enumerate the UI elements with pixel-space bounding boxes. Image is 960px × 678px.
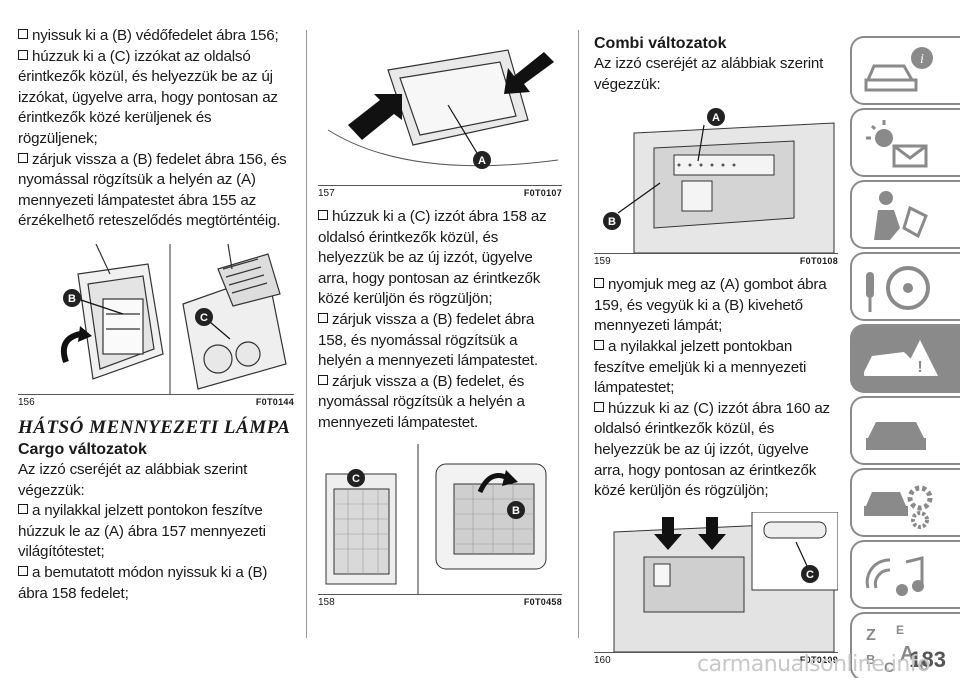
- steps: húzzuk ki a (C) izzót ábra 158 az oldals…: [318, 207, 562, 434]
- tab-emergency[interactable]: !: [850, 324, 960, 393]
- column-right: Combi változatok Az izzó cseréjét az alá…: [594, 32, 838, 674]
- lights-warning-icon: [866, 120, 928, 168]
- step-item: a nyilakkal jelzett pontokon feszítve hú…: [18, 502, 266, 561]
- tab-safety[interactable]: [850, 180, 960, 249]
- figure-160: C: [594, 511, 838, 653]
- watermark: carmanualsonline.info: [697, 652, 930, 677]
- figure-159-illustration: A B: [594, 103, 838, 254]
- label-b: B: [68, 293, 76, 305]
- figure-159: A B: [594, 103, 838, 255]
- figure-caption: 158 F0T0458: [318, 597, 562, 608]
- checkbox-icon: [318, 374, 328, 385]
- figure-number: 160: [594, 654, 611, 666]
- column-middle: A 157 F0T0107 húzzuk ki a (C) izzót ábra…: [318, 30, 562, 616]
- checkbox-icon: [18, 152, 28, 163]
- label-a: A: [712, 112, 720, 124]
- media-music-icon: [865, 556, 924, 596]
- intro-text: Az izzó cseréjét az alábbiak szerint vég…: [18, 460, 248, 499]
- checkbox-icon: [18, 504, 28, 515]
- svg-text:!: !: [917, 359, 922, 376]
- step-item: zárjuk vissza a (B) fedelet ábra 158, és…: [318, 310, 538, 370]
- svg-text:Z: Z: [866, 627, 876, 644]
- page-number: 183: [909, 647, 946, 672]
- figure-158: C B: [318, 443, 562, 595]
- label-b: B: [512, 505, 520, 517]
- figure-157: A: [318, 30, 562, 186]
- column-divider: [578, 30, 579, 638]
- step-item: nyissuk ki a (B) védőfedelet ábra 156;: [18, 26, 294, 47]
- figure-160-illustration: C: [594, 511, 838, 652]
- label-b: B: [608, 216, 616, 228]
- step-item: húzzuk ki a (C) izzót ábra 158 az oldals…: [318, 208, 547, 308]
- step-item: a bemutatott módon nyissuk ki a (B) ábra…: [18, 563, 268, 602]
- checkbox-icon: [18, 29, 28, 39]
- figure-code: F0T0109: [799, 654, 838, 665]
- column-divider: [306, 30, 307, 638]
- subsection-title: Cargo változatok: [18, 440, 147, 458]
- steering-key-icon: [866, 266, 930, 312]
- column-left: nyissuk ki a (B) védőfedelet ábra 156; h…: [18, 26, 294, 604]
- checkbox-icon: [318, 210, 328, 220]
- figure-caption: 156 F0T0144: [18, 397, 294, 408]
- figure-number: 157: [318, 188, 335, 199]
- figure-caption: 160 F0T0109: [594, 655, 838, 666]
- figure-code: F0T0107: [523, 188, 562, 198]
- figure-156-illustration: B C: [18, 243, 294, 394]
- svg-text:C: C: [884, 659, 894, 675]
- svg-text:A: A: [900, 643, 914, 665]
- steps-top: nyissuk ki a (B) védőfedelet ábra 156; h…: [18, 26, 294, 232]
- label-c: C: [352, 473, 360, 485]
- intro-text: Az izzó cseréjét az alábbiak szerint vég…: [594, 55, 824, 93]
- figure-code: F0T0144: [255, 396, 294, 407]
- tab-starting-driving[interactable]: [850, 252, 960, 321]
- tab-car-info[interactable]: i: [850, 36, 960, 105]
- figure-157-illustration: A: [318, 30, 562, 185]
- checkbox-icon: [18, 49, 28, 60]
- figure-caption: 157 F0T0107: [318, 188, 562, 199]
- tab-technical-data[interactable]: [850, 468, 960, 537]
- settings-gear-icon: [864, 485, 933, 529]
- checkbox-icon: [318, 312, 328, 323]
- checkbox-icon: [594, 401, 604, 412]
- step-item: zárjuk vissza a (B) fedelet, és nyomássa…: [318, 372, 525, 431]
- checkbox-icon: [594, 278, 604, 289]
- label-c: C: [806, 569, 814, 581]
- step-item: húzzuk ki a (C) izzókat az oldalsó érint…: [18, 47, 278, 147]
- label-a: A: [478, 155, 486, 167]
- figure-code: F0T0108: [799, 256, 838, 267]
- step-item: húzzuk ki az (C) izzót ábra 160 az oldal…: [594, 399, 830, 500]
- car-info-icon: i: [864, 47, 933, 92]
- tab-multimedia[interactable]: [850, 540, 960, 609]
- service-car-icon: [866, 422, 926, 450]
- figure-number: 159: [594, 256, 611, 268]
- svg-text:B: B: [866, 652, 875, 667]
- step-item: a nyilakkal jelzett pontokban feszítve e…: [594, 337, 807, 397]
- steps-bottom: a nyilakkal jelzett pontokon feszítve hú…: [18, 501, 294, 604]
- subsection-title: Combi változatok: [594, 35, 727, 52]
- safety-seat-icon: [874, 191, 928, 240]
- steps: nyomjuk meg az (A) gombot ábra 159, és v…: [594, 275, 838, 502]
- checkbox-icon: [18, 565, 28, 576]
- checkbox-icon: [594, 339, 604, 350]
- figure-caption: 159 F0T0108: [594, 256, 838, 267]
- tab-service[interactable]: [850, 396, 960, 465]
- figure-156: B C: [18, 243, 294, 395]
- figure-158-illustration: C B: [318, 443, 562, 594]
- section-title: HÁTSÓ MENNYEZETI LÁMPA: [18, 416, 291, 438]
- figure-number: 158: [318, 596, 335, 608]
- tab-lights-warning[interactable]: [850, 108, 960, 177]
- step-item: nyomjuk meg az (A) gombot ábra 159, és v…: [594, 276, 827, 335]
- emergency-car-icon: !: [864, 340, 938, 376]
- svg-text:i: i: [920, 52, 924, 67]
- svg-text:D: D: [920, 659, 929, 673]
- svg-text:E: E: [896, 623, 904, 637]
- figure-code: F0T0458: [523, 596, 562, 607]
- figure-number: 156: [18, 396, 35, 408]
- step-item: zárjuk vissza a (B) fedelet ábra 156, és…: [18, 150, 287, 230]
- label-c: C: [200, 312, 208, 324]
